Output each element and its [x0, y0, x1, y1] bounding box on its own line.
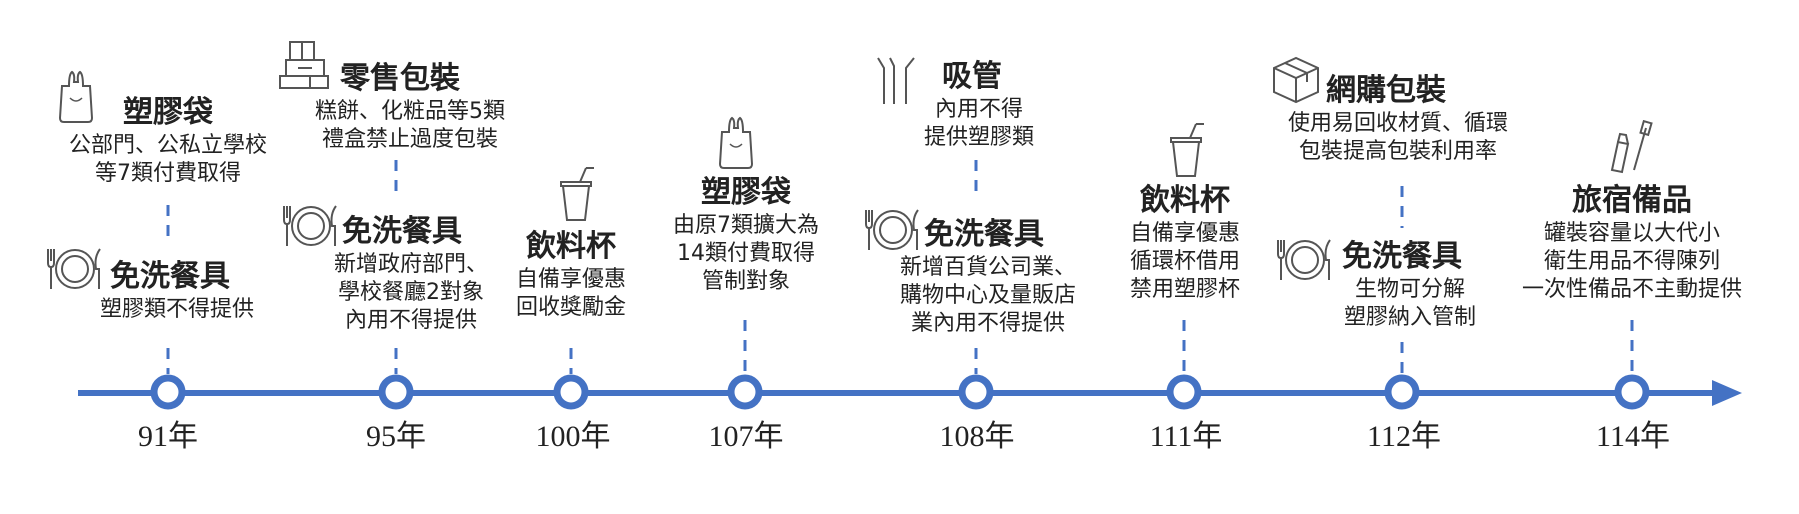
timeline-arrowhead [1712, 380, 1742, 406]
event-desc-line: 塑膠類不得提供 [99, 297, 254, 322]
timeline-marker-108 [958, 374, 994, 410]
tableware-icon [47, 248, 101, 289]
event-title: 塑膠袋 [701, 175, 791, 210]
event-desc-line: 業內用不得提供 [910, 311, 1065, 336]
event-desc-line: 罐裝容量以大代小 [1543, 221, 1720, 246]
event-desc-line: 衛生用品不得陳列 [1543, 249, 1720, 274]
event-91-bag: 塑膠袋 公部門、公私立學校 等7類付費取得 [48, 94, 288, 188]
event-desc-line: 內用不得 [934, 97, 1023, 122]
toiletries-icon [1610, 120, 1653, 174]
event-desc-line: 生物可分解 [1354, 277, 1465, 302]
tableware-icon [865, 209, 919, 250]
timeline-marker-91 [150, 374, 186, 410]
event-title: 旅宿備品 [1572, 183, 1692, 218]
event-desc-line: 管制對象 [701, 269, 790, 294]
year-label-100: 100年 [535, 420, 611, 453]
event-title: 免洗餐具 [110, 259, 230, 294]
straws-icon [877, 57, 915, 104]
event-111-cup: 飲料杯 自備享優惠 循環杯借用 禁用塑膠杯 [1110, 182, 1260, 304]
event-title: 吸管 [942, 59, 1002, 94]
event-desc-line: 禁用塑膠杯 [1129, 277, 1240, 302]
year-label-95: 95年 [366, 420, 426, 453]
year-label-91: 91年 [138, 420, 198, 453]
year-label-111: 111年 [1149, 420, 1223, 453]
year-label-114: 114年 [1596, 420, 1670, 453]
tableware-icon [283, 205, 337, 246]
event-desc-line: 購物中心及量販店 [899, 283, 1076, 308]
event-title: 網購包裝 [1326, 73, 1446, 108]
year-label-107: 107年 [708, 420, 784, 453]
event-100-cup: 飲料杯 自備享優惠 回收獎勵金 [496, 228, 646, 322]
year-label-112: 112年 [1367, 420, 1441, 453]
timeline-marker-95 [378, 374, 414, 410]
event-95-retail: 零售包裝 糕餅、化粧品等5類 禮盒禁止過度包裝 [290, 60, 530, 154]
event-title: 免洗餐具 [1342, 239, 1462, 274]
event-desc-line: 內用不得提供 [344, 308, 477, 333]
timeline-marker-114 [1614, 374, 1650, 410]
event-title: 零售包裝 [340, 61, 460, 96]
event-title: 飲料杯 [1140, 183, 1230, 218]
event-desc-line: 一次性備品不主動提供 [1521, 277, 1742, 302]
event-95-tableware: 免洗餐具 新增政府部門、 學校餐廳2對象 內用不得提供 [306, 213, 516, 335]
gift-box-icon [279, 41, 329, 89]
timeline-marker-107 [727, 374, 763, 410]
event-108-straw: 吸管 內用不得 提供塑膠類 [904, 58, 1054, 152]
event-desc-line: 公部門、公私立學校 [68, 133, 267, 158]
event-112-online: 網購包裝 使用易回收材質、循環 包裝提高包裝利用率 [1262, 72, 1534, 166]
event-desc-line: 新增百貨公司業、 [899, 255, 1076, 280]
event-desc-line: 由原7類擴大為 [673, 213, 819, 238]
plastic-bag-icon [718, 116, 754, 169]
event-title: 塑膠袋 [123, 95, 213, 130]
event-title: 飲料杯 [526, 229, 616, 264]
event-desc-line: 等7類付費取得 [95, 161, 241, 186]
event-108-tableware: 免洗餐具 新增百貨公司業、 購物中心及量販店 業內用不得提供 [880, 216, 1096, 338]
tableware-icon [1277, 239, 1331, 280]
event-title: 免洗餐具 [924, 217, 1044, 252]
event-desc-line: 回收獎勵金 [515, 295, 626, 320]
event-title: 免洗餐具 [342, 214, 462, 249]
event-desc-line: 循環杯借用 [1129, 249, 1240, 274]
event-desc-line: 塑膠納入管制 [1343, 305, 1476, 330]
event-91-tableware: 免洗餐具 塑膠類不得提供 [82, 258, 272, 324]
parcel-box-icon [1273, 56, 1319, 104]
event-desc-line: 新增政府部門、 [333, 252, 488, 277]
event-desc-line: 包裝提高包裝利用率 [1298, 139, 1497, 164]
drink-cup-icon [560, 167, 594, 221]
event-desc-line: 使用易回收材質、循環 [1287, 111, 1508, 136]
drink-cup-icon [1170, 123, 1204, 177]
event-desc-line: 學校餐廳2對象 [338, 280, 484, 305]
plastic-bag-icon [58, 70, 94, 123]
event-desc-line: 禮盒禁止過度包裝 [321, 127, 498, 152]
event-112-tableware: 免洗餐具 生物可分解 塑膠納入管制 [1320, 238, 1500, 332]
event-desc-line: 提供塑膠類 [923, 125, 1034, 150]
year-label-108: 108年 [939, 420, 1015, 453]
event-desc-line: 自備享優惠 [515, 267, 626, 292]
timeline-marker-100 [553, 374, 589, 410]
event-114-amenities: 旅宿備品 罐裝容量以大代小 衛生用品不得陳列 一次性備品不主動提供 [1520, 182, 1744, 304]
timeline-marker-111 [1166, 374, 1202, 410]
event-desc-line: 糕餅、化粧品等5類 [315, 99, 505, 124]
event-desc-line: 14類付費取得 [677, 241, 815, 266]
timeline-marker-112 [1384, 374, 1420, 410]
event-107-bag: 塑膠袋 由原7類擴大為 14類付費取得 管制對象 [658, 174, 834, 296]
event-desc-line: 自備享優惠 [1129, 221, 1240, 246]
